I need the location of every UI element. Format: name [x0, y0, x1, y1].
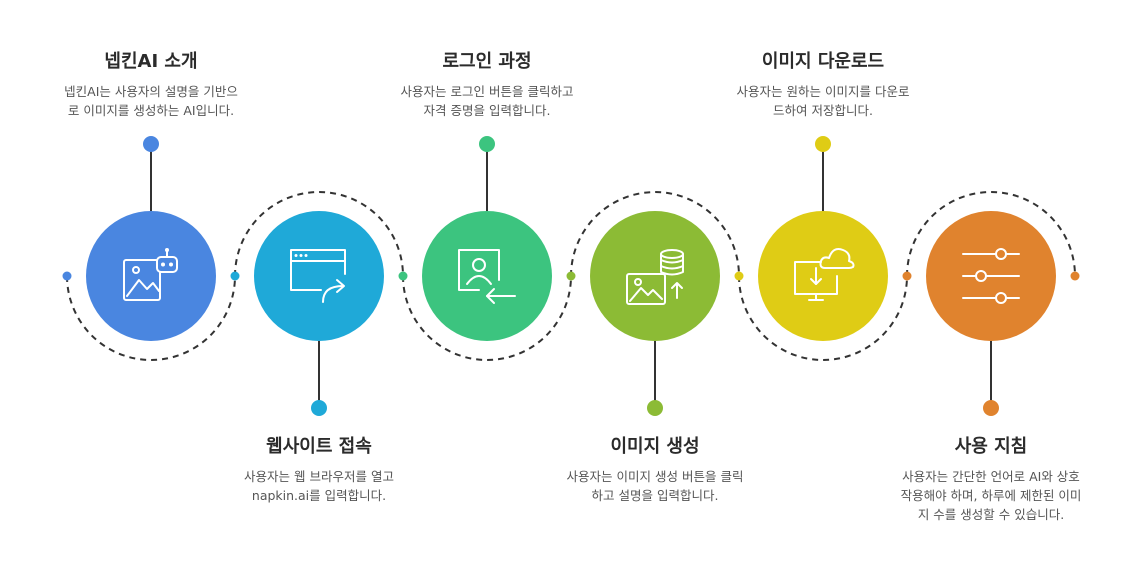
- step-circle: [590, 211, 720, 341]
- step-stem-dot: [983, 400, 999, 416]
- step-description-line: 드하여 저장합니다.: [773, 103, 873, 118]
- user-login-icon: [458, 249, 516, 304]
- step-title: 이미지 생성: [610, 436, 700, 457]
- step-1: [62, 136, 216, 341]
- step-description-line: 작용해야 하며, 하루에 제한된 이미: [900, 488, 1082, 503]
- step-title: 웹사이트 접속: [266, 436, 372, 457]
- step-description-line: 사용자는 로그인 버튼을 클릭하고: [400, 84, 574, 99]
- junction-dot: [566, 271, 576, 281]
- step-3: [398, 136, 552, 341]
- image-database-icon: [626, 249, 684, 305]
- step-stem-dot: [143, 136, 159, 152]
- step-stem-dot: [647, 400, 663, 416]
- junction-dot: [734, 271, 744, 281]
- step-4: [566, 211, 720, 416]
- cloud-download-icon: [794, 248, 855, 301]
- connector-arc-3: [402, 275, 572, 361]
- step-description-line: 사용자는 이미지 생성 버튼을 클릭: [566, 469, 744, 484]
- step-description-line: 지 수를 생성할 수 있습니다.: [917, 507, 1065, 522]
- step-stem-dot: [311, 400, 327, 416]
- junction-dot: [398, 271, 408, 281]
- junction-dot: [1070, 271, 1080, 281]
- browser-arrow-icon: [290, 249, 346, 303]
- step-5: [734, 136, 888, 341]
- junction-dot: [230, 271, 240, 281]
- step-circle: [86, 211, 216, 341]
- step-title: 사용 지침: [954, 436, 1028, 457]
- step-description-line: 넵킨AI는 사용자의 설명을 기반으: [64, 84, 238, 99]
- junction-dot: [902, 271, 912, 281]
- steps-layer: [62, 136, 1080, 416]
- step-title: 이미지 다운로드: [761, 51, 885, 72]
- connector-arc-5: [738, 275, 908, 361]
- connector-arc-6: [906, 191, 1076, 277]
- step-6: [902, 211, 1080, 416]
- step-description-line: napkin.ai를 입력합니다.: [251, 488, 387, 503]
- step-circle: [422, 211, 552, 341]
- step-description: 사용자는 웹 브라우저를 열고 napkin.ai를 입력합니다.: [209, 467, 429, 505]
- sliders-icon: [962, 248, 1020, 304]
- connector-arc-2: [234, 191, 404, 277]
- step-2: [230, 211, 384, 416]
- step-stem-dot: [815, 136, 831, 152]
- step-title: 로그인 과정: [442, 51, 532, 72]
- junction-dot: [62, 271, 72, 281]
- step-circle: [758, 211, 888, 341]
- step-description-line: 사용자는 간단한 언어로 AI와 상호: [902, 469, 1080, 484]
- step-description-line: 사용자는 웹 브라우저를 열고: [244, 469, 394, 484]
- connector-arcs: [66, 191, 1076, 361]
- connector-arc-4: [570, 191, 740, 277]
- step-description-line: 사용자는 원하는 이미지를 다운로: [736, 84, 910, 99]
- step-description-line: 로 이미지를 생성하는 AI입니다.: [67, 103, 235, 118]
- step-description-line: 하고 설명을 입력합니다.: [591, 488, 719, 503]
- robot-image-icon: [123, 248, 178, 301]
- step-circle: [254, 211, 384, 341]
- step-stem-dot: [479, 136, 495, 152]
- step-title: 넵킨AI 소개: [104, 51, 198, 72]
- step-description-line: 자격 증명을 입력합니다.: [423, 103, 551, 118]
- connector-arc-1: [66, 275, 236, 361]
